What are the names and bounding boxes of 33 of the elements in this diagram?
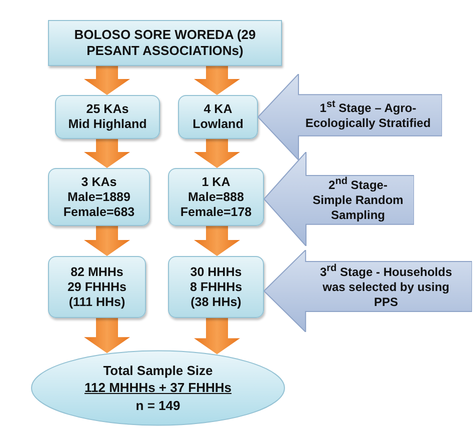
block-arrow [84,139,130,168]
title-box [48,20,282,66]
box-label: 25 KAs [86,102,129,117]
box-label: BOLOSO SORE WOREDA (29 PESANT ASSOCIATIONs) [73,27,257,59]
box-label: 3 KAs Male=1889 Female=683 [62,174,136,220]
total-value: n = 149 [136,396,180,414]
box-label: 1 KA Male=888 Female=178 [179,174,253,220]
stage-callout [264,250,472,332]
block-arrow [84,318,130,354]
block-arrow [194,139,240,168]
block-arrow [194,318,240,354]
stage-callout [264,152,414,246]
box-label: 82 MHHs 29 FHHHs (111 HHs) [66,264,128,310]
block-arrow [84,66,130,95]
stage-box [48,256,146,318]
stage-label: 3$^{rd}$ Stage - Households was selected by using PPS [318,262,454,310]
stage-box [168,256,264,318]
stage-label: 2$^{nd}$ Stage- Simple Random Sampling [312,176,404,224]
stage-box [168,168,264,226]
total-ellipse [30,350,286,426]
stage-box [178,95,258,139]
stage-label: 1$^{st}$ Stage – Agro-Ecologically Stratified [304,99,432,132]
block-arrow [194,226,240,256]
stage-box [55,95,160,139]
total-heading: Total Sample Size [103,362,213,380]
block-arrow [84,226,130,256]
stage-callout [258,74,442,160]
box-label: 4 KA Lowland [192,102,244,132]
box-label: Mid Highland [68,117,147,132]
block-arrow [194,66,240,95]
total-value: 112 MHHHs + 37 FHHHs [84,379,232,397]
stage-box [48,168,150,226]
box-label: 30 HHHs 8 FHHHs (38 HHs) [188,264,244,310]
